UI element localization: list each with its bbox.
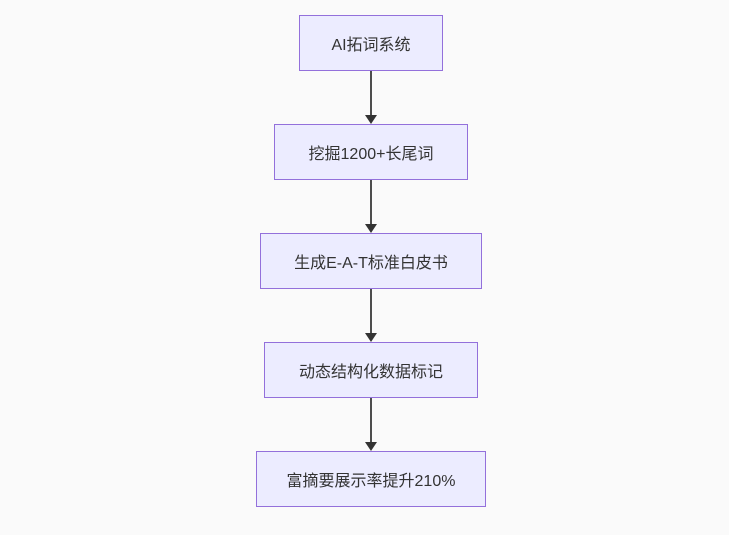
arrow-down-icon: [365, 180, 377, 233]
flow-node-label: AI拓词系统: [331, 37, 411, 54]
flow-node-label: 富摘要展示率提升210%: [286, 473, 456, 490]
arrow-head: [365, 115, 377, 124]
arrow-shaft: [370, 71, 372, 116]
arrow-head: [365, 333, 377, 342]
flow-node-label: 生成E-A-T标准白皮书: [294, 255, 448, 272]
flow-node-label: 挖掘1200+长尾词: [308, 146, 434, 163]
arrow-head: [365, 224, 377, 233]
arrow-shaft: [370, 398, 372, 443]
arrow-shaft: [370, 180, 372, 225]
arrow-down-icon: [365, 71, 377, 124]
flow-node-label: 动态结构化数据标记: [298, 364, 443, 381]
flow-node-rich-snippet-result: 富摘要展示率提升210%: [256, 451, 486, 507]
flow-node-longtail-mining: 挖掘1200+长尾词: [274, 124, 468, 180]
arrow-head: [365, 442, 377, 451]
flow-node-ai-keyword-system: AI拓词系统: [299, 15, 443, 71]
flow-node-structured-data-markup: 动态结构化数据标记: [264, 342, 478, 398]
flowchart-column: AI拓词系统 挖掘1200+长尾词 生成E-A-T标准白皮书 动态结构化数据标记: [256, 15, 486, 507]
flow-node-eat-whitepaper: 生成E-A-T标准白皮书: [260, 233, 482, 289]
arrow-down-icon: [365, 289, 377, 342]
arrow-shaft: [370, 289, 372, 334]
arrow-down-icon: [365, 398, 377, 451]
